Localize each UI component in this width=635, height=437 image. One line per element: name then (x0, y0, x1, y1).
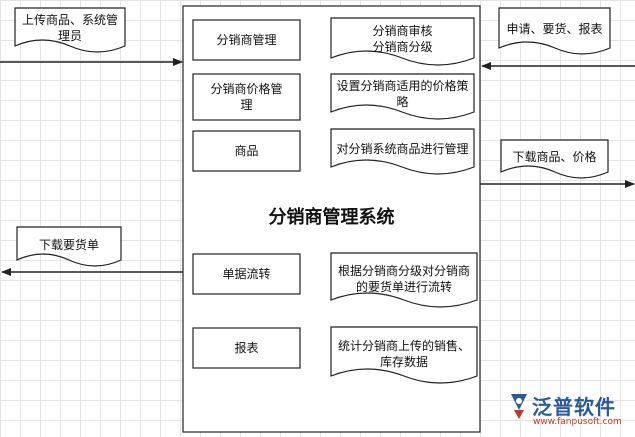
function-box-products (192, 130, 301, 172)
function-box-dealer-management (192, 19, 301, 61)
description-doc-sales-stats (330, 326, 478, 384)
external-label-upload: 上传商品、系统管理员 (21, 13, 118, 43)
description-label-price-strategy: 设置分销商适用的价格策略 (336, 79, 469, 109)
description-doc-price-strategy (330, 73, 475, 120)
external-label-download-products: 下载商品、价格 (512, 150, 597, 164)
function-label-dealer-management: 分销商管理 (216, 33, 277, 47)
logo-icon (511, 394, 527, 419)
description-label-audit-grading: 分销商审核 分销商分级 (372, 24, 433, 54)
description-label-sales-stats: 统计分销商上传的销售、库存数据 (337, 339, 470, 369)
function-box-dealer-price-management (192, 73, 301, 121)
function-label-products: 商品 (234, 144, 259, 158)
system-title: 分销商管理系统 (268, 207, 395, 228)
function-label-document-flow: 单据流转 (222, 267, 271, 281)
function-box-document-flow (192, 253, 301, 295)
function-box-reports (192, 327, 301, 369)
external-doc-upload (14, 7, 126, 53)
function-label-dealer-price-management: 分销商价格管理 (210, 82, 283, 112)
description-label-order-flow: 根据分销商分级对分销商的要货单进行流转 (337, 264, 470, 294)
external-doc-download-products (500, 139, 609, 179)
external-doc-download-orders (16, 226, 122, 267)
description-doc-order-flow (330, 252, 478, 308)
external-label-download-orders: 下载要货单 (38, 237, 99, 252)
description-doc-product-manage (330, 128, 475, 175)
logo-name: 泛普软件 (532, 395, 616, 419)
function-label-reports: 报表 (234, 341, 259, 355)
description-label-product-manage: 对分销系统商品进行管理 (336, 142, 469, 156)
description-doc-audit-grading (330, 17, 475, 66)
external-doc-request (498, 7, 611, 55)
external-label-request: 申请、要货、报表 (506, 22, 603, 36)
logo-url: www.fanpusoft.com (533, 417, 622, 427)
